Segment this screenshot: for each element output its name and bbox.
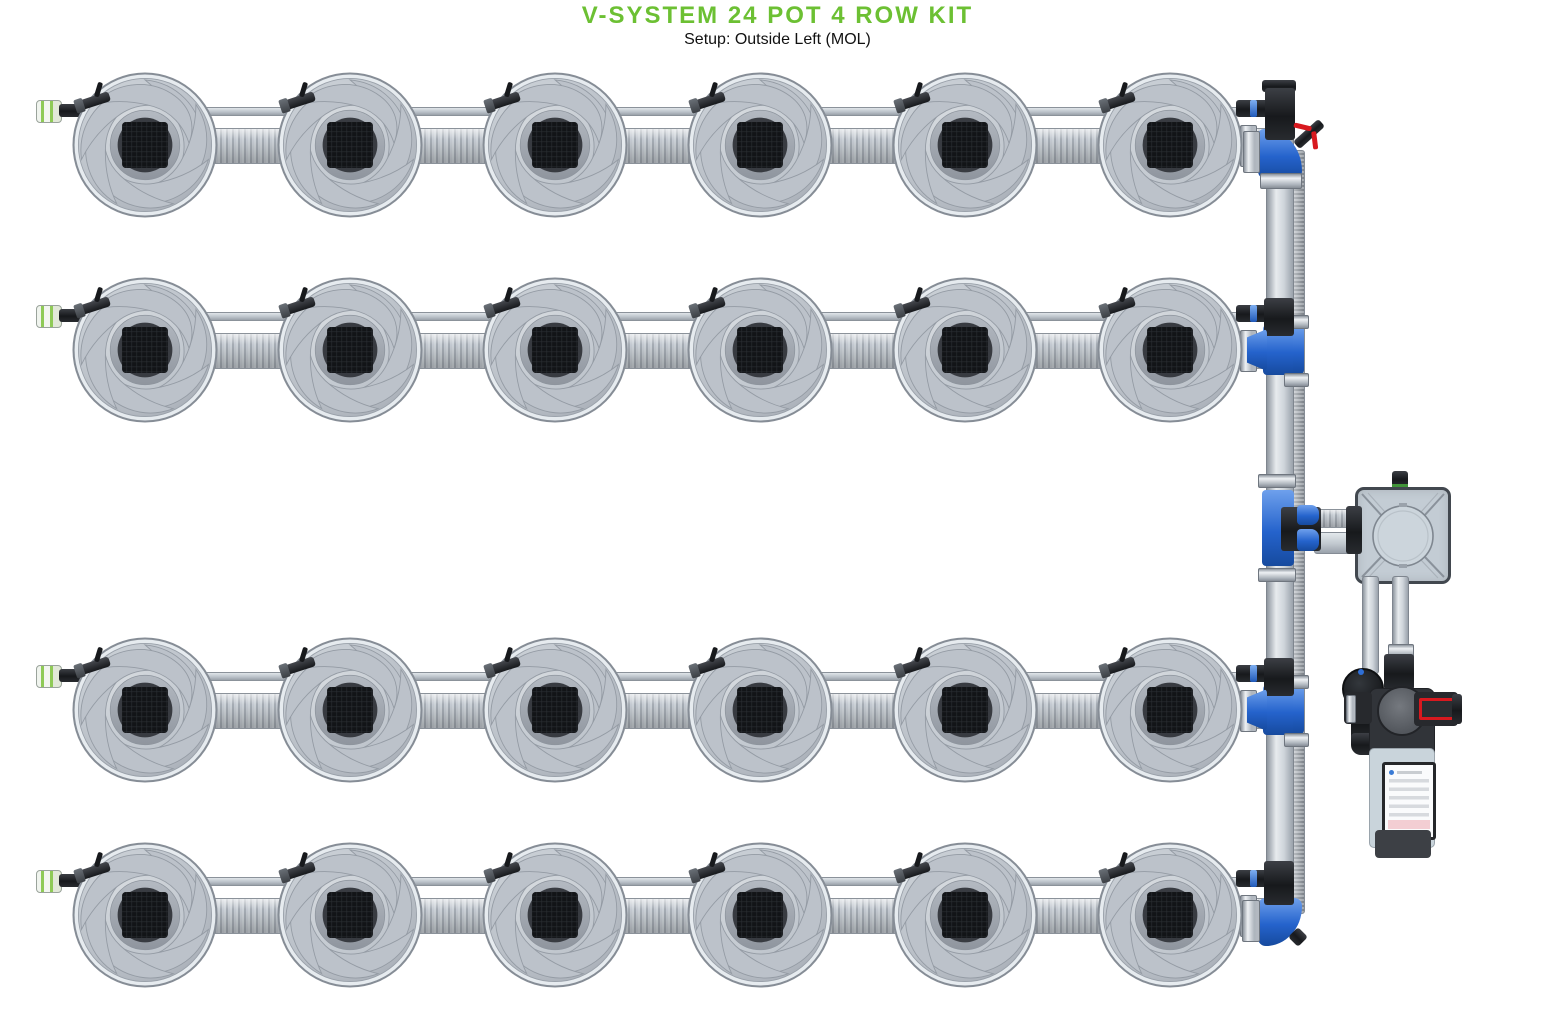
header: V-SYSTEM 24 POT 4 ROW KIT Setup: Outside… xyxy=(0,0,1555,49)
page-subtitle: Setup: Outside Left (MOL) xyxy=(684,31,871,48)
drain-reducer xyxy=(1247,689,1267,731)
manifold-tee xyxy=(1264,658,1294,696)
tank-return-elbow xyxy=(1297,529,1319,551)
tank-outlet-pipe-left xyxy=(1362,576,1379,674)
tank-feed-elbow xyxy=(1297,505,1319,525)
union-red-ring xyxy=(1419,698,1455,720)
tank-inlet-fitting xyxy=(1346,506,1362,554)
hose-clamp xyxy=(1243,131,1260,173)
pump-inlet-collar xyxy=(1384,654,1414,690)
hose-clamp xyxy=(1260,173,1302,189)
hose-clamp xyxy=(1284,373,1309,387)
row-feed-line xyxy=(46,107,1274,116)
pump-left-clamp xyxy=(1346,695,1356,723)
manifold-tee xyxy=(1264,298,1294,336)
connector-blue-band xyxy=(1250,870,1257,887)
tank-cap-green-band xyxy=(1392,484,1408,488)
row-feed-line xyxy=(46,312,1274,321)
bleed-valve-handle xyxy=(1293,122,1312,132)
label-title-line xyxy=(1397,771,1422,774)
union-end-cap xyxy=(1452,694,1462,724)
manifold-tee xyxy=(1264,861,1294,905)
label-red-stripe xyxy=(1388,820,1430,829)
reservoir-tank xyxy=(1355,487,1451,584)
row-feed-line xyxy=(46,877,1274,886)
bleed-valve-handle xyxy=(1311,131,1319,150)
valve-screw-top xyxy=(1358,669,1364,675)
label-text-lines xyxy=(1389,779,1429,817)
connector-blue-band xyxy=(1250,100,1257,117)
label-logo-dot xyxy=(1389,770,1394,775)
manifold-tee xyxy=(1265,88,1295,140)
hose-clamp xyxy=(1284,733,1309,747)
tank-lid-cap xyxy=(1392,471,1408,486)
connector-blue-band xyxy=(1250,665,1257,682)
pump-base xyxy=(1375,830,1431,858)
connector-blue-band xyxy=(1250,305,1257,322)
row-feed-line xyxy=(46,672,1274,681)
page-title: V-SYSTEM 24 POT 4 ROW KIT xyxy=(581,2,974,29)
hose-clamp xyxy=(1258,568,1296,582)
hose-clamp xyxy=(1258,474,1296,488)
pump-label xyxy=(1382,762,1436,840)
hose-clamp xyxy=(1242,900,1260,942)
tank-ribs xyxy=(1361,492,1445,579)
drain-reducer xyxy=(1247,329,1267,371)
